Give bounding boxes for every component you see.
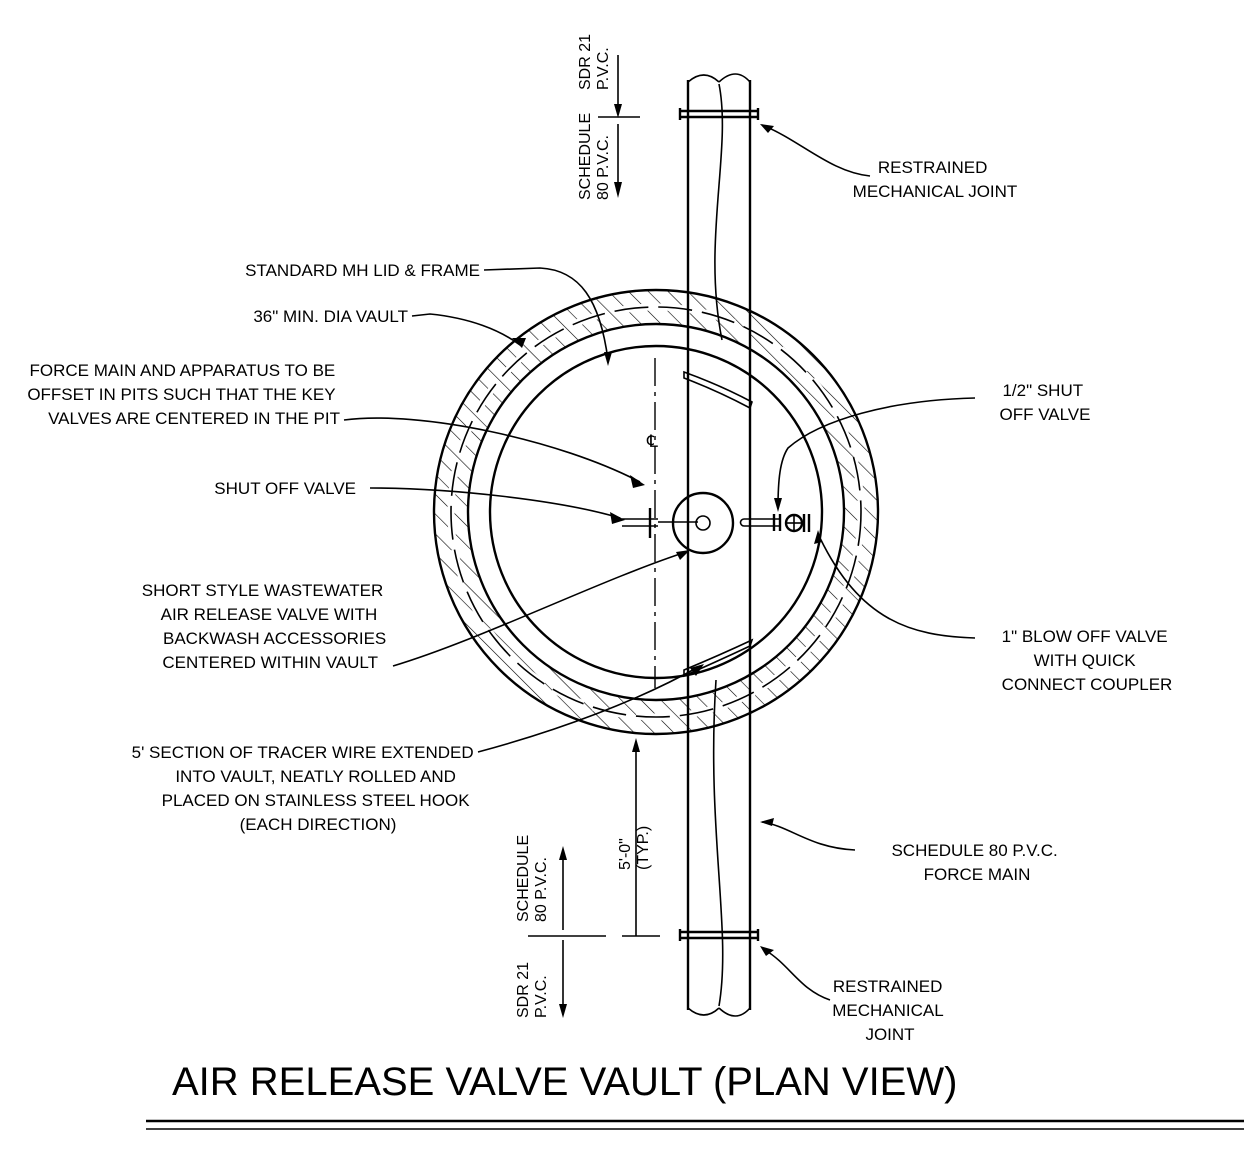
svg-text:SCHEDULE: SCHEDULE (577, 113, 594, 200)
blow-off-valve (739, 513, 811, 533)
label-force-main: SCHEDULE 80 P.V.C. FORCE MAIN (891, 841, 1062, 884)
label-arv: SHORT STYLE WASTEWATER AIR RELEASE VALVE… (142, 581, 391, 672)
tracer-wire-hook-top (683, 370, 753, 410)
top-pipe-labels: SDR 21 P.V.C. SCHEDULE 80 P.V.C. (577, 34, 612, 200)
label-mh-lid: STANDARD MH LID & FRAME (245, 261, 480, 280)
label-force-main-offset: FORCE MAIN AND APPARATUS TO BE OFFSET IN… (27, 361, 340, 428)
svg-text:SDR 21: SDR 21 (515, 962, 532, 1018)
label-restrained-top: RESTRAINED MECHANICAL JOINT (853, 158, 1018, 201)
label-blow-off: 1" BLOW OFF VALVE WITH QUICK CONNECT COU… (1002, 627, 1173, 694)
force-main-pipe (678, 73, 760, 1017)
transition-arrows-top (598, 55, 640, 198)
svg-text:5'-0": 5'-0" (617, 838, 634, 870)
drawing-title: AIR RELEASE VALVE VAULT (PLAN VIEW) (172, 1060, 957, 1104)
svg-text:P.V.C.: P.V.C. (533, 975, 550, 1018)
dimension-label: 5'-0" (TYP.) (617, 826, 652, 870)
svg-text:80 P.V.C.: 80 P.V.C. (595, 135, 612, 200)
shut-off-valve (622, 508, 658, 538)
transition-arrows-bottom (528, 846, 606, 1018)
svg-text:SCHEDULE: SCHEDULE (515, 835, 532, 922)
label-half-inch-valve: 1/2" SHUT OFF VALVE (999, 381, 1090, 424)
label-restrained-bottom: RESTRAINED MECHANICAL JOINT (832, 977, 948, 1044)
leader-lines (343, 124, 976, 1001)
svg-text:P.V.C.: P.V.C. (595, 47, 612, 90)
bottom-pipe-labels: SCHEDULE 80 P.V.C. SDR 21 P.V.C. (515, 835, 550, 1018)
air-release-valve (658, 491, 735, 555)
label-tracer-wire: 5' SECTION OF TRACER WIRE EXTENDED INTO … (132, 743, 479, 834)
mh-lid-circle (488, 344, 824, 680)
svg-text:(TYP.): (TYP.) (635, 826, 652, 870)
dimension-5ft (622, 738, 660, 937)
centerline-symbol: ℄ (646, 432, 658, 451)
label-vault-dia: 36" MIN. DIA VAULT (253, 307, 408, 326)
label-shut-off-valve: SHUT OFF VALVE (214, 479, 356, 498)
svg-text:SDR 21: SDR 21 (577, 34, 594, 90)
svg-text:80 P.V.C.: 80 P.V.C. (533, 857, 550, 922)
